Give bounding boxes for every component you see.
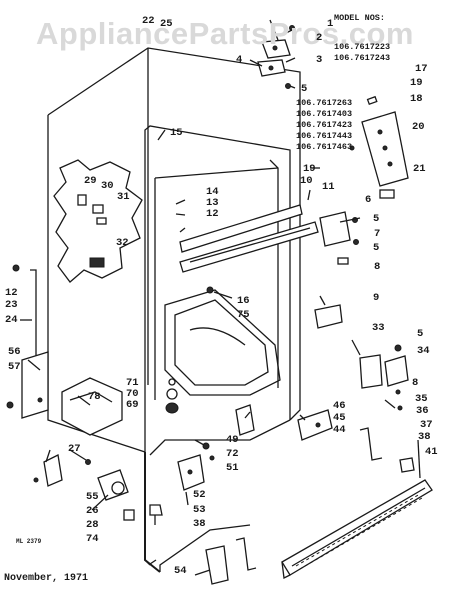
part-label: 31 — [117, 191, 130, 203]
part-label: 21 — [413, 163, 426, 175]
model-number: 106.7617423 — [296, 120, 353, 130]
part-label: 53 — [193, 504, 206, 516]
part-label: 12 — [206, 208, 219, 220]
model-number: 106.7617223 — [334, 42, 391, 52]
part-label: 9 — [373, 292, 380, 304]
bracket-52 — [177, 404, 255, 491]
part-label: 8 — [412, 377, 419, 389]
part-label: 10 — [300, 175, 313, 187]
part-label: 8 — [374, 261, 381, 273]
drain-pan-75 — [164, 289, 281, 396]
bracket-54 — [205, 537, 257, 585]
part-label: 23 — [5, 299, 18, 311]
part-label: 12 — [5, 287, 18, 299]
part-label: 14 — [206, 186, 219, 198]
part-label: 37 — [420, 419, 433, 431]
part-label: 45 — [333, 412, 346, 424]
part-label: 11 — [322, 181, 335, 193]
part-label: 4 — [236, 54, 243, 66]
part-label: 26 — [86, 505, 99, 517]
part-label: 38 — [418, 431, 431, 443]
model-number: 106.7617463 — [296, 142, 353, 152]
model-numbers-heading: MODEL NOS: — [334, 13, 386, 23]
top-hinge-assembly — [257, 25, 295, 89]
part-label: 25 — [160, 18, 173, 30]
part-label: 52 — [193, 489, 206, 501]
part-label: 38 — [193, 518, 206, 530]
grille-kickplate — [281, 479, 433, 579]
part-label: 7 — [374, 228, 381, 240]
model-number: 106.7617263 — [296, 98, 353, 108]
part-label: 29 — [84, 175, 97, 187]
model-number: 106.7617403 — [296, 109, 353, 119]
model-number: 106.7617443 — [296, 131, 353, 141]
part-label: 78 — [88, 391, 101, 403]
cabinet-shell — [47, 47, 301, 573]
part-label: 69 — [126, 399, 139, 411]
drawing-date: November, 1971 — [4, 573, 89, 584]
part-label: 6 — [365, 194, 372, 206]
part-label: 15 — [170, 127, 183, 139]
drawing-code: ML 2379 — [16, 538, 42, 545]
leader-lines — [20, 19, 421, 576]
part-label: 2 — [316, 32, 323, 44]
part-label: 32 — [116, 237, 129, 249]
part-label: 5 — [373, 242, 380, 254]
part-label: 16 — [237, 295, 250, 307]
part-label: 75 — [237, 309, 250, 321]
part-label: 41 — [425, 446, 438, 458]
hinge-plate-20 — [349, 95, 409, 199]
part-label: 22 — [142, 15, 155, 27]
part-label: 46 — [333, 400, 346, 412]
drain-parts-69-71 — [165, 378, 179, 414]
part-label: 30 — [101, 180, 114, 192]
part-label: 33 — [372, 322, 385, 334]
part-label: 3 — [316, 54, 323, 66]
part-label: 35 — [415, 393, 428, 405]
part-label: 13 — [206, 197, 219, 209]
part-label: 19 — [303, 163, 316, 175]
part-label: 57 — [8, 361, 21, 373]
part-label: 27 — [68, 443, 81, 455]
part-label: 5 — [417, 328, 424, 340]
part-label: 54 — [174, 565, 187, 577]
part-label: 72 — [226, 448, 239, 460]
part-label: 5 — [301, 83, 308, 95]
bottom-left-parts — [33, 454, 163, 525]
part-label: 74 — [86, 533, 99, 545]
part-label: 18 — [410, 93, 423, 105]
part-label: 56 — [8, 346, 21, 358]
part-label: 51 — [226, 462, 239, 474]
part-label: 5 — [373, 213, 380, 225]
part-label: 44 — [333, 424, 346, 436]
part-78 — [61, 377, 123, 436]
mid-hinge-parts — [206, 211, 359, 329]
part-label: 55 — [86, 491, 99, 503]
part-label: 36 — [416, 405, 429, 417]
part-label: 19 — [410, 77, 423, 89]
lower-hinge-34 — [359, 344, 409, 411]
part-label: 71 — [126, 377, 139, 389]
part-label: 49 — [226, 434, 239, 446]
watermark-text: AppliancePartsPros.com — [36, 16, 414, 51]
cabinet-rail-10 — [179, 204, 319, 273]
part-label: 20 — [412, 121, 425, 133]
left-bracket — [6, 264, 49, 419]
part-label: 70 — [126, 388, 139, 400]
model-number: 106.7617243 — [334, 53, 391, 63]
part-label: 17 — [415, 63, 428, 75]
base-parts-44-46 — [297, 409, 415, 473]
part-label: 1 — [327, 18, 334, 30]
part-label: 24 — [5, 314, 18, 326]
part-label: 34 — [417, 345, 430, 357]
part-label: 28 — [86, 519, 99, 531]
insulation-patch — [53, 159, 143, 283]
